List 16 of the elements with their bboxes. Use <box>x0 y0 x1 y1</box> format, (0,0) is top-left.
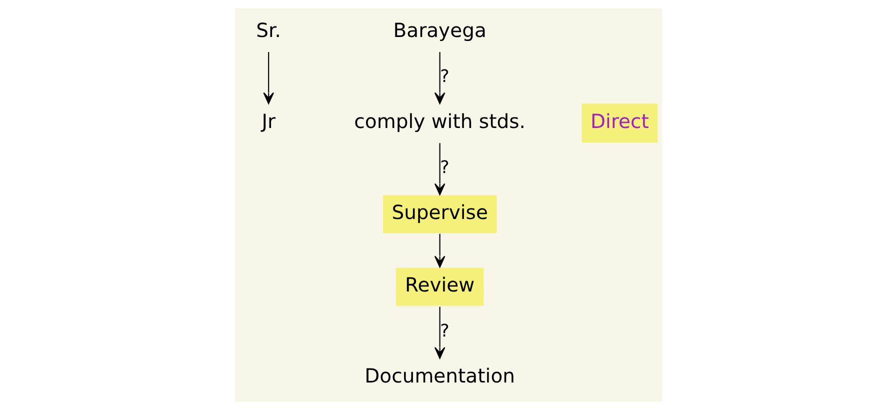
arrow <box>262 52 274 104</box>
edge-label: ? <box>440 321 449 342</box>
node-box: Supervise <box>381 194 498 234</box>
edge-label: ? <box>440 66 449 87</box>
node-text: Documentation <box>364 364 514 388</box>
arrow <box>434 52 445 104</box>
arrow <box>434 234 445 268</box>
node-text: Barayega <box>392 18 486 42</box>
arrow <box>434 143 445 196</box>
node-text: comply with stds. <box>354 110 525 133</box>
arrow <box>434 306 445 359</box>
node-box: Review <box>394 266 484 307</box>
node-text: Jr <box>261 110 275 133</box>
node-text: Sr. <box>256 18 281 42</box>
label: Direct <box>590 110 648 133</box>
edge-label: ? <box>440 158 449 178</box>
